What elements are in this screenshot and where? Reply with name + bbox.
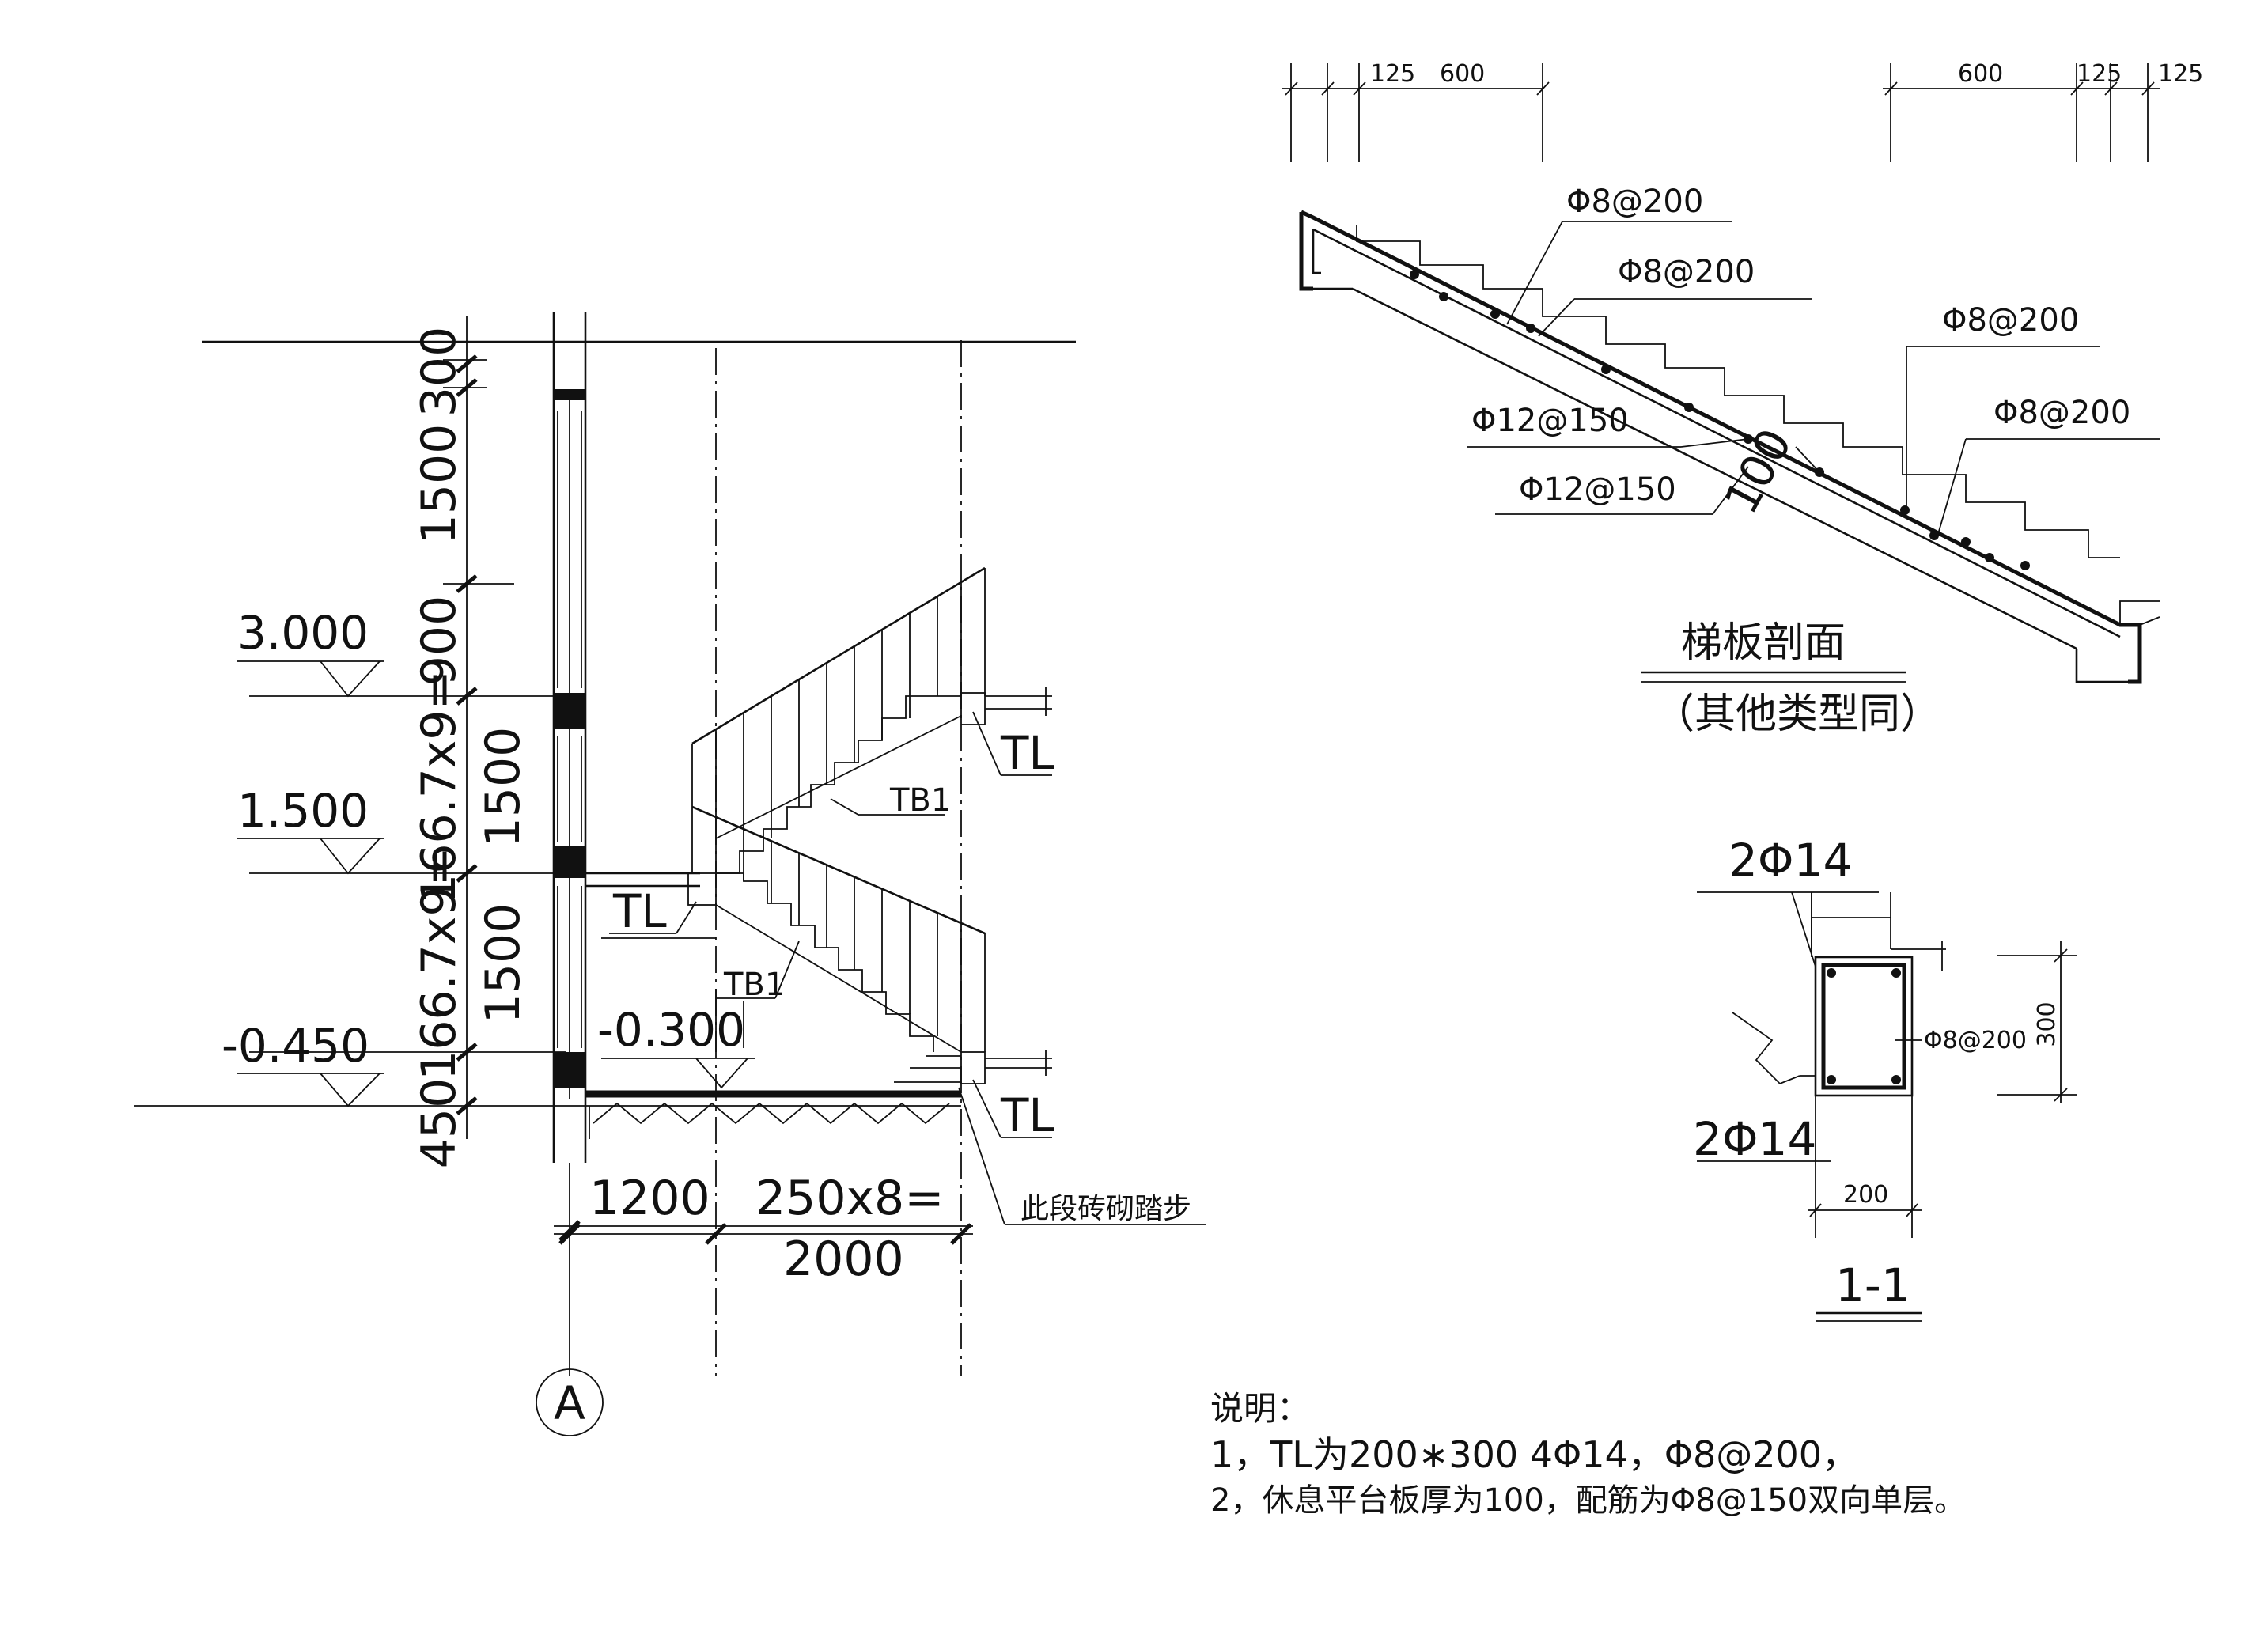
svg-text:TL: TL	[1000, 1088, 1054, 1142]
svg-text:1-1: 1-1	[1835, 1258, 1910, 1312]
svg-text:TL: TL	[1000, 726, 1054, 780]
level-mark-neg0300: -0.300	[597, 1003, 755, 1089]
notes-line-1: 1，TL为200∗300 4Φ14，Φ8@200，	[1210, 1433, 1858, 1476]
svg-text:-0.450: -0.450	[221, 1019, 369, 1073]
svg-text:300: 300	[2033, 1001, 2061, 1046]
axis-bubble-a: A	[536, 1368, 604, 1436]
landing-upper	[960, 687, 1052, 725]
svg-text:A: A	[554, 1376, 585, 1430]
vdim-formula-upper: 166.7x9=	[411, 670, 467, 904]
lower-flight	[715, 872, 962, 1053]
svg-text:TB1: TB1	[723, 967, 785, 1003]
svg-text:梯板剖面: 梯板剖面	[1681, 619, 1846, 667]
landing-lower	[894, 1050, 1052, 1084]
svg-text:100: 100	[1713, 420, 1802, 523]
vdim-1500-low: 1500	[475, 903, 531, 1024]
svg-text:600: 600	[1958, 60, 2003, 88]
svg-text:TB1: TB1	[889, 782, 951, 819]
vdim-1500-top: 1500	[411, 424, 467, 545]
upper-flight	[715, 695, 962, 874]
svg-text:3.000: 3.000	[237, 606, 369, 660]
slab-section-title: 梯板剖面 （其他类型同）	[1641, 619, 1941, 738]
svg-text:Φ8@200: Φ8@200	[1618, 254, 1755, 290]
tl-label-upper: TL	[972, 711, 1054, 780]
vdim-900: 900	[411, 596, 467, 687]
svg-text:-0.300: -0.300	[597, 1003, 745, 1057]
tb1-label-lower: TB1	[716, 941, 800, 1003]
brick-step-note: 此段砖砌踏步	[958, 1087, 1206, 1225]
svg-text:TL: TL	[612, 884, 667, 938]
svg-text:Φ8@200: Φ8@200	[1924, 1027, 2027, 1054]
notes-heading: 说明：	[1210, 1389, 1310, 1428]
svg-text:250x8=: 250x8=	[755, 1171, 944, 1226]
handrails	[691, 566, 986, 1052]
svg-text:（其他类型同）: （其他类型同）	[1653, 691, 1941, 738]
slab-section: 125 600 600 125 125	[1282, 60, 2203, 738]
slab-top-dims-left: 125 600	[1282, 60, 1550, 162]
svg-text:2000: 2000	[783, 1232, 904, 1287]
svg-text:125: 125	[1370, 60, 1415, 88]
slab-outline	[1299, 210, 2160, 684]
svg-text:Φ12@150: Φ12@150	[1471, 403, 1629, 439]
svg-text:1.500: 1.500	[237, 784, 369, 838]
vdim-formula-lower: 166.7x9=	[411, 846, 467, 1081]
slab-thickness-dim: 100	[1713, 420, 1820, 523]
svg-text:Φ8@200: Φ8@200	[1566, 184, 1703, 220]
svg-text:600: 600	[1440, 60, 1485, 88]
level-mark-1500: 1.500	[237, 784, 384, 875]
svg-text:Φ12@150: Φ12@150	[1519, 471, 1676, 508]
rebar-label-5: Φ12@150	[1467, 403, 1749, 448]
tb1-label-upper: TB1	[830, 782, 951, 819]
stair-elevation: 300 1500 900 166.7x9= 1500 166.7x9= 1500…	[134, 312, 1206, 1436]
svg-text:125: 125	[2077, 60, 2122, 88]
svg-text:2Φ14: 2Φ14	[1693, 1112, 1816, 1166]
beam-section: 2Φ14 Φ8@200 300 2Φ14	[1693, 834, 2077, 1322]
svg-text:Φ8@200: Φ8@200	[1993, 395, 2130, 431]
vdim-450: 450	[411, 1078, 467, 1169]
svg-text:2Φ14: 2Φ14	[1728, 834, 1852, 888]
rebar-label-3: Φ8@200	[1906, 302, 2100, 506]
notes-line-2: 2，休息平台板厚为100，配筋为Φ8@150双向单层。	[1210, 1482, 1966, 1519]
notes: 说明： 1，TL为200∗300 4Φ14，Φ8@200， 2，休息平台板厚为1…	[1210, 1389, 1966, 1519]
tl-label-middle: TL	[609, 884, 697, 938]
svg-text:此段砖砌踏步: 此段砖砌踏步	[1020, 1193, 1191, 1225]
wall-axis-a	[552, 312, 587, 1163]
svg-text:200: 200	[1843, 1181, 1888, 1209]
vdim-1500-mid: 1500	[475, 727, 531, 848]
rebar-label-6: Φ12@150	[1495, 466, 1749, 515]
rebar-label-1: Φ8@200	[1506, 184, 1732, 325]
slab-steps	[1356, 225, 2120, 558]
ground-hatch	[589, 1102, 950, 1139]
rebar-label-4: Φ8@200	[1937, 395, 2160, 535]
landing-middle	[585, 872, 717, 939]
level-mark-3000: 3.000	[237, 606, 384, 698]
level-mark-neg0450: -0.450	[221, 1019, 384, 1107]
svg-text:125: 125	[2158, 60, 2203, 88]
vertical-dim-texts: 300 1500 900 166.7x9= 1500 166.7x9= 1500…	[411, 327, 531, 1169]
tl-label-lower: TL	[972, 1079, 1054, 1142]
slab-top-dims-right: 600 125 125	[1883, 60, 2203, 162]
horizontal-dims: 1200 250x8= 2000	[554, 1171, 973, 1287]
svg-text:1200: 1200	[589, 1171, 710, 1226]
vdim-300: 300	[411, 327, 467, 418]
rebar-label-2: Φ8@200	[1538, 254, 1812, 337]
svg-text:Φ8@200: Φ8@200	[1942, 302, 2079, 339]
